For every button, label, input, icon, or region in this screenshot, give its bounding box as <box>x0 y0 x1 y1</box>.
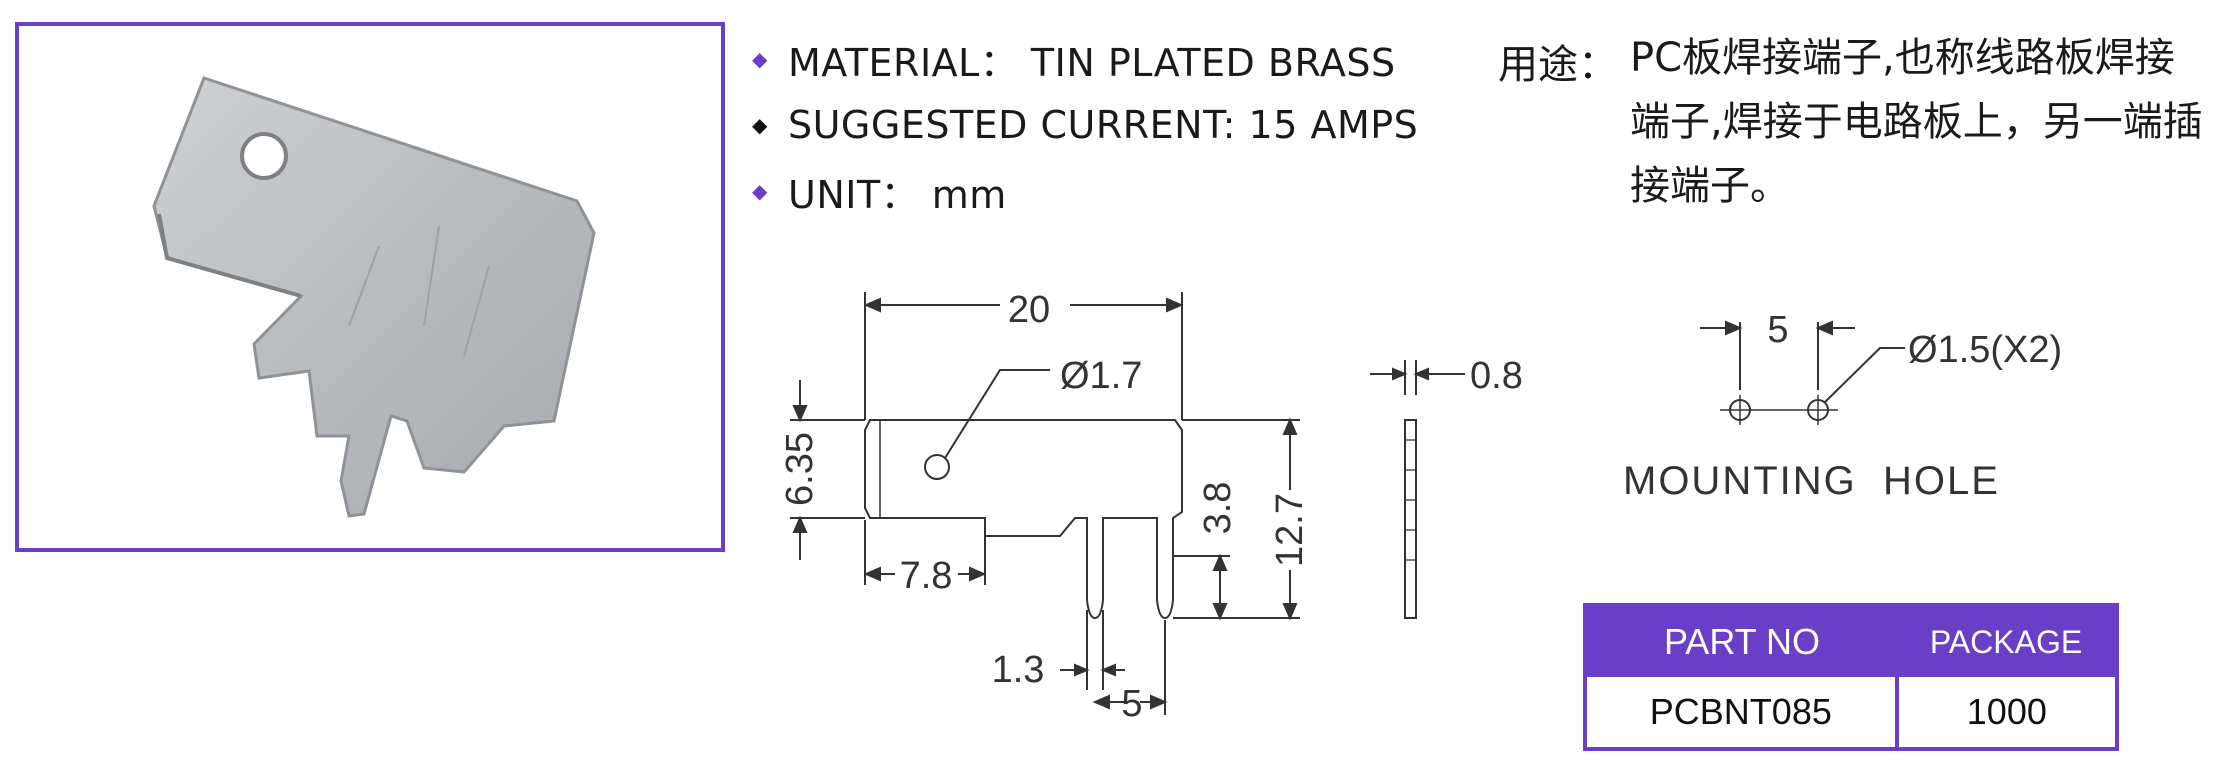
side-view <box>1404 419 1417 619</box>
dim-width: 20 <box>1008 289 1050 331</box>
part-table: PART NO PACKAGE PCBNT085 1000 <box>1583 603 2119 751</box>
header-part-no: PART NO <box>1663 621 1821 662</box>
terminal-body <box>152 76 596 518</box>
usage-text: PC板焊接端子,也称线路板焊接端子,焊接于电路板上，另一端插接端子。 <box>1630 35 2203 209</box>
dim-pin-width: 1.3 <box>992 649 1045 691</box>
product-photo-frame <box>15 22 725 552</box>
dim-tab-height: 6.35 <box>779 432 821 506</box>
terminal-hole <box>240 132 288 180</box>
spec-current: ◆ SUGGESTED CURRENT: 15 AMPS <box>752 92 1418 158</box>
bullet-diamond-icon: ◆ <box>752 179 768 203</box>
spec-text: MATERIAL： TIN PLATED BRASS <box>788 40 1396 85</box>
cell-package: 1000 <box>1966 691 2047 732</box>
spec-text: SUGGESTED CURRENT: 15 AMPS <box>788 103 1419 147</box>
dim-pin-length: 3.8 <box>1197 482 1239 535</box>
cell-part-no: PCBNT085 <box>1587 677 1899 747</box>
table-row: PCBNT085 1000 <box>1587 677 2115 747</box>
spec-text: UNIT： mm <box>788 172 1007 217</box>
dim-total-height: 12.7 <box>1269 493 1311 567</box>
spec-unit: ◆ UNIT： mm <box>752 158 1418 224</box>
spec-list: ◆ MATERIAL： TIN PLATED BRASS ◆ SUGGESTED… <box>752 26 1418 224</box>
hole-circle <box>924 454 950 480</box>
product-photo <box>152 76 596 518</box>
mount-label: MOUNTING HOLE <box>1623 459 2000 503</box>
part-table-header: PART NO PACKAGE <box>1587 607 2115 677</box>
bullet-diamond-icon: ◆ <box>752 113 768 137</box>
mount-hole-dim: Ø1.5(X2) <box>1908 329 2062 371</box>
dim-hole: Ø1.7 <box>1060 355 1142 397</box>
dim-pin-pitch: 5 <box>1121 683 1142 725</box>
usage-label: 用途： <box>1498 42 1618 88</box>
dim-offset: 7.8 <box>900 555 953 597</box>
mount-pitch: 5 <box>1767 309 1788 351</box>
front-view-outline <box>864 419 1183 620</box>
dim-thickness: 0.8 <box>1470 355 1523 397</box>
header-package: PACKAGE <box>1929 623 2083 660</box>
spec-material: ◆ MATERIAL： TIN PLATED BRASS <box>752 26 1418 92</box>
bullet-diamond-icon: ◆ <box>752 47 768 71</box>
